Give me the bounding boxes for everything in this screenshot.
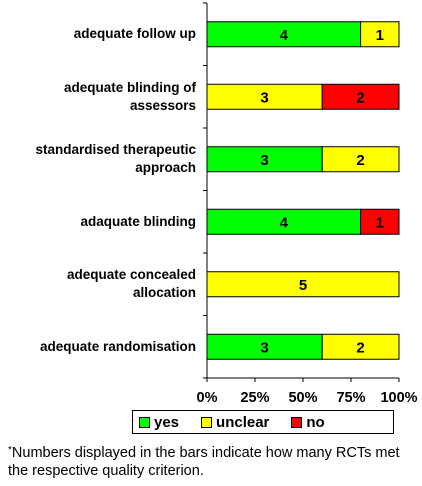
category-label-line: assessors (129, 97, 196, 113)
bar-count-label: 1 (376, 214, 384, 231)
x-tick-label: 50% (288, 390, 317, 406)
category-label-line: adaquate blinding (80, 213, 196, 229)
bar-segment-unclear (321, 146, 400, 173)
legend-label-no: no (306, 413, 325, 431)
category-label-line: adequate blinding of (64, 79, 196, 95)
bar-count-label: 1 (376, 27, 384, 44)
bar-count-label: 2 (356, 152, 364, 169)
bar-count-label: 3 (260, 89, 268, 106)
bar-segment-no (321, 83, 400, 110)
x-tick-label: 0% (197, 390, 218, 406)
category-label-line: adequate concealed (66, 267, 196, 283)
category-label: adequate concealed allocation (0, 266, 196, 302)
legend-swatch-no (291, 416, 303, 428)
category-label-line: approach (135, 160, 196, 176)
category-label: adequate follow up (0, 25, 196, 43)
bar-count-label: 4 (280, 27, 289, 44)
legend-item-unclear: unclear (201, 414, 269, 431)
bar-count-label: 3 (260, 339, 268, 356)
bar-segment-unclear (321, 333, 400, 360)
category-label-line: adequate randomisation (39, 338, 196, 354)
bar-segment-yes (206, 208, 362, 235)
bar-count-label: 2 (356, 339, 364, 356)
legend-item-yes: yes (139, 414, 179, 431)
bar-segment-no (360, 208, 400, 235)
legend-item-no: no (291, 413, 325, 431)
bar-segment-unclear (360, 21, 400, 48)
footnote-marker: * (8, 445, 12, 456)
x-tick-label: 75% (336, 390, 365, 406)
category-label-line: standardised therapeutic (35, 142, 196, 158)
bar-segment-unclear (206, 271, 400, 298)
bar-count-label: 3 (260, 152, 268, 169)
bar-count-label: 4 (280, 214, 289, 231)
category-label: standardised therapeutic approach (0, 141, 196, 177)
footnote-text: Numbers displayed in the bars indicate h… (8, 445, 400, 479)
stacked-bar-chart: 4 1 3 2 3 2 4 1 5 3 2 0% 25% 50% 75% 100% (197, 2, 418, 406)
footnote: *Numbers displayed in the bars indicate … (8, 444, 418, 480)
legend-label-unclear: unclear (216, 413, 270, 431)
bar-count-label: 5 (299, 277, 307, 294)
legend-swatch-unclear (201, 416, 213, 428)
bar-count-label: 2 (356, 89, 364, 106)
x-tick-label: 100% (380, 390, 417, 406)
category-label: adequate blinding of assessors (0, 79, 196, 115)
bar-segment-yes (206, 21, 362, 48)
legend: yes unclear no (132, 410, 394, 434)
legend-label-yes: yes (154, 413, 180, 431)
x-tick-label: 25% (240, 390, 269, 406)
category-label: adaquate blinding (0, 213, 196, 231)
category-label-line: adequate follow up (73, 26, 196, 42)
legend-swatch-yes (139, 416, 150, 428)
category-label-line: allocation (132, 285, 196, 301)
category-label: adequate randomisation (0, 338, 196, 356)
